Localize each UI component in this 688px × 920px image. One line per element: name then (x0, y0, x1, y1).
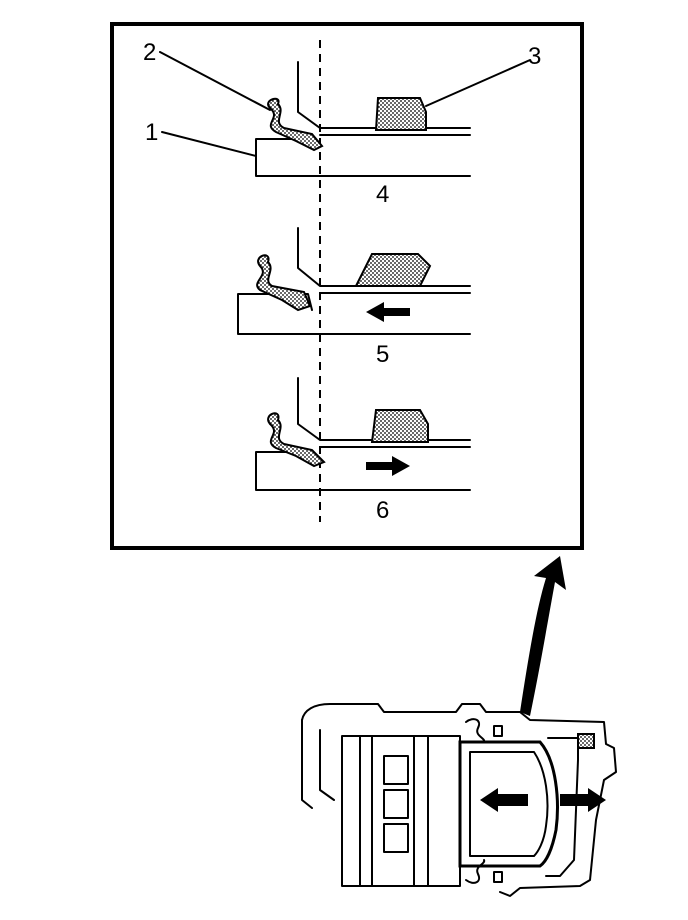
callout-3: 3 (528, 43, 541, 70)
dust-boot-4 (267, 97, 324, 152)
piston-inner (469, 751, 549, 857)
step-label-5: 5 (376, 341, 389, 368)
curved-arrow-icon (520, 556, 566, 716)
boot-clip-bottom (493, 871, 503, 883)
roller-3 (383, 823, 409, 853)
step-5-section: 5 (237, 227, 471, 368)
callout-1: 1 (145, 119, 158, 146)
arrow-left-icon (480, 788, 528, 812)
dust-boot-5 (256, 254, 312, 312)
arrow-right-icon (366, 456, 410, 476)
seal-deformed-5 (354, 253, 432, 287)
caliper-housing (301, 703, 617, 897)
seal-square-4 (374, 97, 427, 131)
arrow-right-icon (560, 788, 606, 812)
step-4-section: 2 1 3 4 (143, 39, 541, 208)
step-6-section: 6 (255, 377, 471, 524)
piston-4 (255, 138, 471, 177)
housing-left-edge (301, 719, 313, 809)
piston-cup (458, 740, 559, 868)
boot-bottom (465, 859, 486, 884)
boot-top (465, 718, 486, 743)
step-label-6: 6 (376, 497, 389, 524)
piston-6 (255, 451, 471, 491)
piston-seal (577, 733, 595, 749)
dust-boot-6 (267, 412, 326, 468)
housing-inner-left (319, 729, 335, 801)
callout-2: 2 (143, 39, 156, 66)
roller-1 (383, 755, 409, 785)
boot-clip-top (493, 725, 503, 737)
seal-square-6 (370, 409, 429, 443)
caliper-assembly (301, 703, 617, 897)
leader-1 (161, 131, 257, 157)
step-label-4: 4 (376, 181, 389, 208)
leader-2 (159, 51, 271, 111)
leader-3 (425, 59, 531, 107)
caliper-bore (545, 737, 579, 877)
arrow-left-icon (366, 302, 410, 322)
roller-2 (383, 789, 409, 819)
piston-5 (237, 293, 471, 335)
detail-frame (110, 22, 584, 550)
